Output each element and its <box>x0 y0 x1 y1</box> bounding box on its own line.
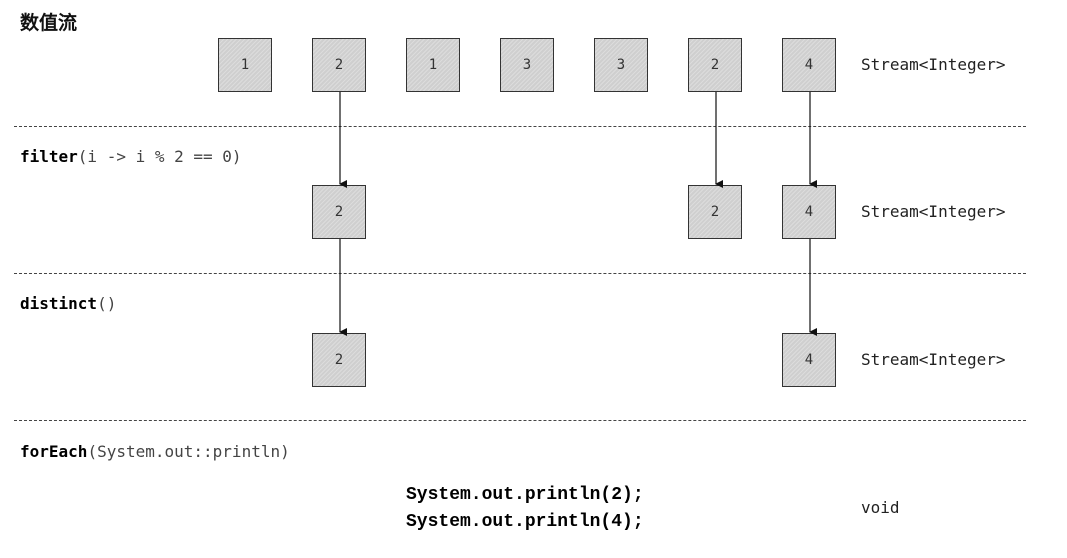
stream-element: 1 <box>218 38 272 92</box>
stream-element: 1 <box>406 38 460 92</box>
stream-element: 2 <box>688 38 742 92</box>
stream-element: 4 <box>782 38 836 92</box>
stream-element: 2 <box>312 333 366 387</box>
diagram-title: 数值流 <box>20 12 78 34</box>
operation-label: forEach(System.out::println) <box>20 442 290 461</box>
stream-type-label: void <box>861 498 900 517</box>
stream-element: 3 <box>594 38 648 92</box>
output-line: System.out.println(4); <box>406 512 644 532</box>
operation-name: filter <box>20 147 78 166</box>
stream-type-label: Stream<Integer> <box>861 350 1006 369</box>
stream-element: 3 <box>500 38 554 92</box>
operation-name: distinct <box>20 294 98 313</box>
stage-separator <box>14 420 1026 421</box>
operation-args: (i -> i % 2 == 0) <box>77 147 242 166</box>
stream-element: 4 <box>782 185 836 239</box>
operation-name: forEach <box>20 442 88 461</box>
stream-element: 2 <box>312 38 366 92</box>
operation-label: distinct() <box>20 294 116 313</box>
stream-element: 2 <box>312 185 366 239</box>
stage-separator <box>14 126 1026 127</box>
output-line: System.out.println(2); <box>406 485 644 505</box>
operation-label: filter(i -> i % 2 == 0) <box>20 147 242 166</box>
operation-args: (System.out::println) <box>87 442 290 461</box>
stream-element: 4 <box>782 333 836 387</box>
stream-type-label: Stream<Integer> <box>861 55 1006 74</box>
stream-type-label: Stream<Integer> <box>861 202 1006 221</box>
stage-separator <box>14 273 1026 274</box>
operation-args: () <box>97 294 117 313</box>
